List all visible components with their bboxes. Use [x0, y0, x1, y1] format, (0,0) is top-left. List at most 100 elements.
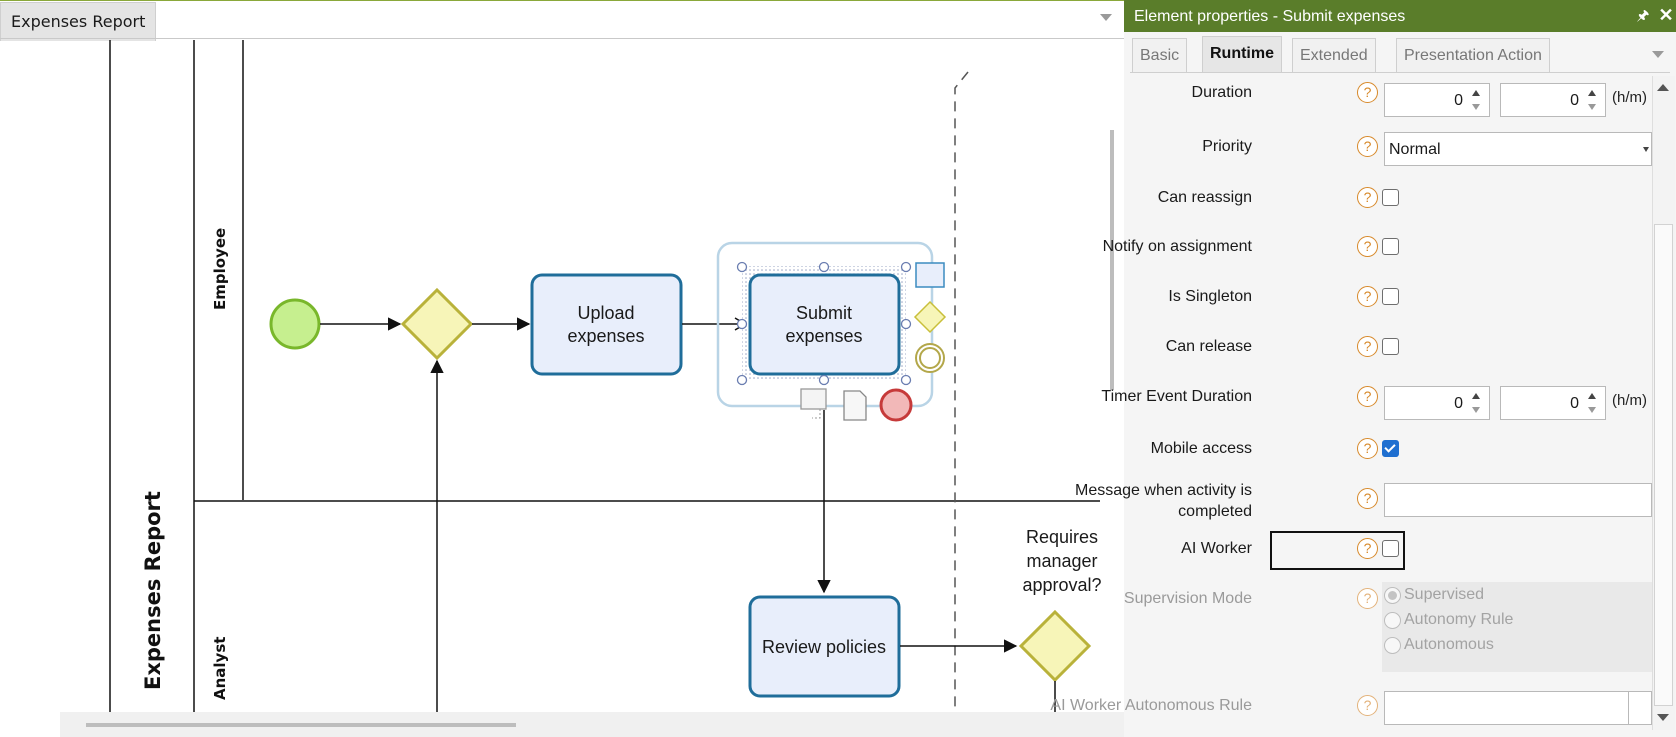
chevron-down-icon[interactable] [1100, 14, 1112, 21]
radio-supervised[interactable] [1384, 587, 1401, 604]
top-accent-line [0, 0, 1130, 1]
ai-worker-autonomous-rule-label: AI Worker Autonomous Rule [1050, 697, 1252, 714]
help-icon[interactable]: ? [1357, 82, 1378, 103]
pin-icon[interactable]: 🖈 [1636, 7, 1650, 23]
timer-minutes-value: 0 [1570, 395, 1579, 412]
add-task-icon[interactable] [915, 262, 945, 288]
diagram-canvas[interactable]: Expenses Report Expenses Report Employee… [0, 0, 1130, 737]
priority-label: Priority [1202, 138, 1252, 155]
lane-label-employee: Employee [211, 228, 229, 310]
duration-unit: (h/m) [1612, 89, 1647, 106]
timer-event-duration-label: Timer Event Duration [1101, 388, 1252, 405]
help-icon[interactable]: ? [1357, 336, 1378, 357]
spin-up-icon[interactable] [1472, 393, 1480, 399]
message-label-line-2: completed [1178, 503, 1252, 520]
tabs-divider [1130, 72, 1670, 73]
tab-basic[interactable]: Basic [1132, 38, 1188, 73]
panel-scroll-thumb[interactable] [1654, 224, 1673, 706]
task-upload-label-2: expenses [567, 326, 644, 346]
timer-hours-stepper[interactable]: 0 [1384, 386, 1490, 420]
help-icon[interactable]: ? [1357, 538, 1378, 559]
lane-label-analyst: Analyst [211, 637, 229, 700]
timer-hours-value: 0 [1454, 395, 1463, 412]
duration-label: Duration [1191, 84, 1252, 101]
message-label-line-1: Message when activity is [1075, 482, 1252, 499]
message-when-completed-input[interactable] [1384, 483, 1652, 517]
task-review-label: Review policies [762, 637, 886, 657]
add-data-object-icon[interactable] [843, 390, 867, 421]
can-reassign-label: Can reassign [1157, 189, 1252, 206]
tab-presentation-action[interactable]: Presentation Action [1396, 38, 1550, 73]
help-icon[interactable]: ? [1357, 187, 1378, 208]
panel-title-bar: Element properties - Submit expenses 🖈 ✕ [1124, 0, 1676, 32]
notify-on-assignment-checkbox[interactable] [1382, 238, 1399, 255]
add-end-event-icon[interactable] [879, 388, 913, 422]
task-submit-expenses[interactable] [748, 273, 901, 376]
canvas-horizontal-scroll-thumb[interactable] [86, 723, 516, 727]
radio-autonomous[interactable] [1384, 637, 1401, 654]
spin-up-icon[interactable] [1472, 90, 1480, 96]
help-icon[interactable]: ? [1357, 236, 1378, 257]
tab-extended[interactable]: Extended [1292, 38, 1376, 73]
rule-input-divider [1628, 692, 1629, 724]
spin-up-icon[interactable] [1588, 90, 1596, 96]
help-icon[interactable]: ? [1357, 588, 1378, 609]
help-icon[interactable]: ? [1357, 136, 1378, 157]
dashed-boundary [954, 71, 969, 712]
task-submit-label-2: expenses [785, 326, 862, 346]
chevron-down-icon[interactable] [1643, 147, 1649, 152]
can-release-label: Can release [1165, 338, 1252, 355]
task-submit-label-1: Submit [796, 303, 852, 323]
gateway-1[interactable] [400, 287, 474, 361]
gateway-requires-approval[interactable] [1018, 609, 1092, 683]
spin-down-icon[interactable] [1588, 104, 1596, 110]
tab-strip-border [0, 38, 1124, 39]
start-event[interactable] [269, 298, 321, 350]
help-icon[interactable]: ? [1357, 488, 1378, 509]
help-icon[interactable]: ? [1357, 695, 1378, 716]
duration-hours-value: 0 [1454, 92, 1463, 109]
chevron-down-icon[interactable] [1652, 51, 1664, 58]
duration-minutes-value: 0 [1570, 92, 1579, 109]
scroll-down-icon[interactable] [1657, 714, 1669, 721]
task-upload-expenses[interactable] [530, 273, 683, 376]
add-gateway-icon[interactable] [913, 300, 947, 334]
canvas-vertical-scroll-thumb[interactable] [1110, 130, 1114, 390]
radio-autonomy-rule[interactable] [1384, 612, 1401, 629]
mobile-access-checkbox[interactable] [1382, 440, 1399, 457]
spin-up-icon[interactable] [1588, 393, 1596, 399]
annotation-connector [812, 409, 821, 419]
supervision-mode-label: Supervision Mode [1123, 590, 1252, 607]
duration-minutes-stepper[interactable]: 0 [1500, 83, 1606, 117]
spin-down-icon[interactable] [1588, 407, 1596, 413]
ai-worker-label: AI Worker [1181, 540, 1252, 557]
task-upload-label-1: Upload [577, 303, 634, 323]
close-icon[interactable]: ✕ [1658, 5, 1674, 25]
tab-runtime[interactable]: Runtime [1202, 36, 1282, 73]
duration-hours-stepper[interactable]: 0 [1384, 83, 1490, 117]
is-singleton-checkbox[interactable] [1382, 288, 1399, 305]
scroll-up-icon[interactable] [1657, 84, 1669, 91]
panel-title: Element properties - Submit expenses [1134, 8, 1406, 25]
resize-handles[interactable] [736, 261, 912, 386]
help-icon[interactable]: ? [1357, 386, 1378, 407]
gateway-question-line-1: Requires [1026, 527, 1098, 547]
help-icon[interactable]: ? [1357, 438, 1378, 459]
timer-minutes-stepper[interactable]: 0 [1500, 386, 1606, 420]
document-tab[interactable]: Expenses Report [0, 2, 157, 41]
task-review-policies[interactable] [748, 595, 901, 698]
element-properties-panel: Element properties - Submit expenses 🖈 ✕… [1050, 0, 1676, 737]
spin-down-icon[interactable] [1472, 407, 1480, 413]
priority-select[interactable]: Normal [1384, 132, 1652, 166]
can-release-checkbox[interactable] [1382, 338, 1399, 355]
add-annotation-icon[interactable] [800, 388, 827, 410]
document-tab-label: Expenses Report [11, 12, 146, 31]
help-icon[interactable]: ? [1357, 286, 1378, 307]
ai-worker-checkbox[interactable] [1382, 540, 1399, 557]
spin-down-icon[interactable] [1472, 104, 1480, 110]
message-when-completed-label: Message when activity is completed [1075, 480, 1252, 522]
process-diagram[interactable]: Expenses Report Employee Analyst Upload … [0, 40, 1110, 712]
ai-worker-autonomous-rule-input[interactable] [1384, 691, 1652, 725]
add-intermediate-event-inner [919, 347, 941, 369]
can-reassign-checkbox[interactable] [1382, 189, 1399, 206]
